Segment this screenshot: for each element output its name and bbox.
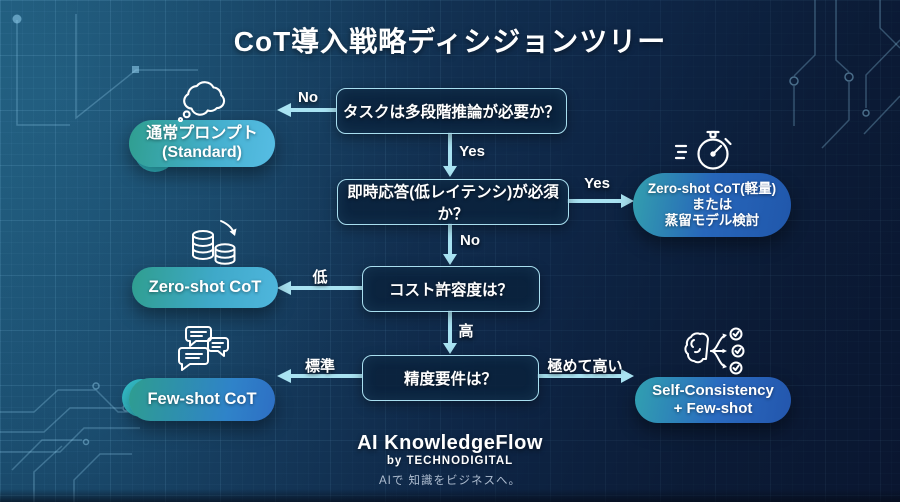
decision-label: 精度要件は？ <box>403 371 497 388</box>
decision-label: コスト許容度は？ <box>388 282 513 299</box>
arrowhead <box>277 281 291 295</box>
arrowhead <box>277 369 291 383</box>
decision-box-latency: 即時応答(低レイテンシ)が必須か？ <box>337 179 569 225</box>
brand-tagline: AIで 知識をビジネスへ。 <box>378 475 522 487</box>
outcome-fewshot: Few-shot CoT <box>129 378 275 421</box>
circuit-node <box>92 382 100 390</box>
edge-label-q3-high: 高 <box>458 323 474 340</box>
circuit-trace <box>863 95 900 135</box>
circuit-trace <box>821 82 850 149</box>
edge-label-q1-yes: Yes <box>459 143 485 160</box>
stopwatch-icon <box>674 122 738 174</box>
decision-label: 即時応答(低レイテンシ)が必須か？ <box>347 184 559 223</box>
outcome-label: Zero-shot CoT(軽量) <box>647 181 777 197</box>
coins-icon <box>188 218 244 268</box>
outcome-zeroshot: Zero-shot CoT <box>132 267 278 308</box>
brand-logo-text: AI KnowledgeFlow <box>357 432 543 454</box>
arrowhead <box>443 254 457 265</box>
arrowhead <box>277 103 291 117</box>
outcome-label: Zero-shot CoT <box>148 277 262 296</box>
circuit-node <box>862 109 870 117</box>
outcome-label: + Few-shot <box>673 400 753 417</box>
outcome-label: (Standard) <box>162 143 242 161</box>
chat-bubbles-icon <box>174 323 232 375</box>
arrowhead <box>443 343 457 354</box>
outcome-label: Few-shot CoT <box>147 389 257 408</box>
outcome-zeroshot-light: Zero-shot CoT(軽量) または 蒸留モデル検討 <box>633 173 791 237</box>
edge-label-q2-yes: Yes <box>584 175 610 192</box>
edge-label-q4-very-high: 極めて高い <box>547 358 623 375</box>
edge-label-q1-no: No <box>298 89 318 106</box>
decision-box-accuracy: 精度要件は？ <box>362 355 539 401</box>
circuit-node <box>844 72 854 82</box>
outcome-self-consistency: Self-Consistency + Few-shot <box>635 377 791 423</box>
page-title: CoT導入戦略ディシジョンツリー <box>233 26 667 57</box>
circuit-trace <box>0 407 122 433</box>
thought-bubble-icon <box>172 76 234 122</box>
edge-label-q2-no: No <box>460 232 480 249</box>
bottom-vignette <box>0 489 900 502</box>
decision-box-cost: コスト許容度は？ <box>362 266 540 312</box>
decision-label: タスクは多段階推論が必要か？ <box>342 104 560 121</box>
outcome-label: Self-Consistency <box>652 382 774 400</box>
brand-byline: by TECHNODIGITAL <box>386 455 514 467</box>
arrowhead <box>621 369 634 383</box>
decision-box-multistep: タスクは多段階推論が必要か？ <box>336 88 567 134</box>
outcome-label: または <box>691 197 733 213</box>
circuit-node <box>132 66 139 73</box>
edge-label-q3-low: 低 <box>312 269 328 286</box>
brain-branching-icon <box>680 325 748 377</box>
arrowhead <box>443 166 457 177</box>
outcome-label: 蒸留モデル検討 <box>664 212 760 228</box>
edge-label-q4-standard: 標準 <box>304 358 336 375</box>
circuit-node <box>122 404 130 412</box>
outcome-label: 通常プロンプト <box>146 124 258 142</box>
outcome-standard-prompt: 通常プロンプト (Standard) <box>129 120 275 167</box>
circuit-node <box>789 76 799 86</box>
